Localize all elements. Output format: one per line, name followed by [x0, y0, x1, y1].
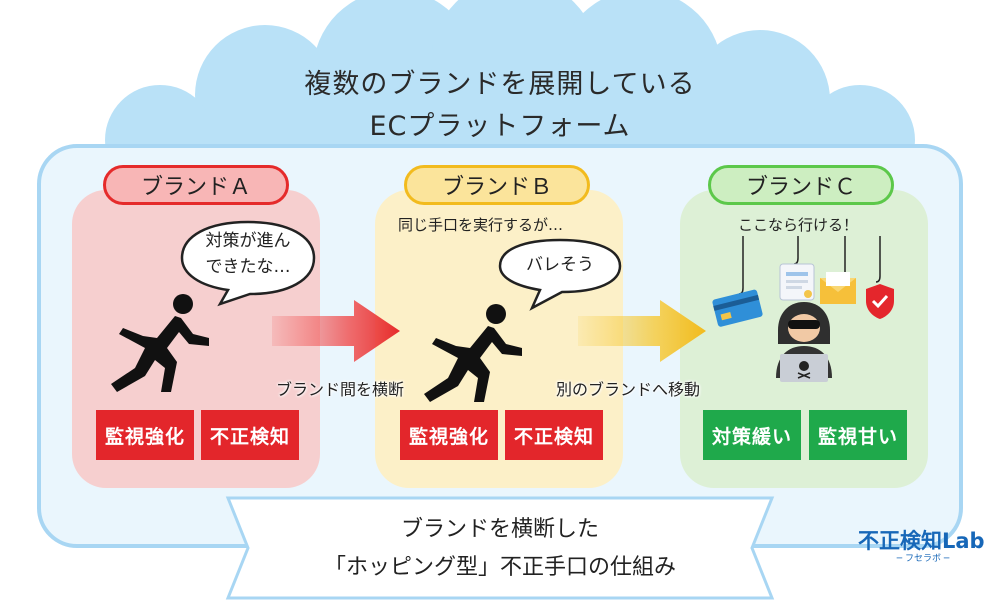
- hacker-icon: [776, 302, 832, 382]
- banner-line-2: 「ホッピング型」不正手口の仕組み: [323, 555, 676, 580]
- arrow-1-label: ブランド間を横断: [276, 380, 405, 399]
- logo-subtitle: ─ フセラボ ─: [896, 554, 950, 564]
- document-icon: [779, 263, 815, 301]
- envelope-icon: [820, 272, 856, 304]
- brand-b-caption: 同じ手口を実行するが…: [398, 216, 564, 234]
- brand-a-label: ブランドＡ: [103, 165, 289, 205]
- shield-check-icon: [866, 284, 894, 319]
- arrow-red: [272, 300, 400, 362]
- brand-c-tag-loose: 対策緩い: [703, 410, 801, 460]
- skull-icon: [797, 361, 811, 379]
- bubble-a-line-1: 対策が進ん: [205, 231, 291, 251]
- credit-card-icon: [712, 289, 763, 327]
- banner-line-1: ブランドを横断した: [400, 517, 599, 542]
- running-person-icon: [424, 304, 522, 402]
- title-line-1: 複数のブランドを展開している: [304, 69, 696, 100]
- title-line-2: ECプラットフォーム: [369, 111, 631, 142]
- arrow-yellow: [578, 300, 706, 362]
- brand-b-label: ブランドＢ: [404, 165, 590, 205]
- brand-b-tag-monitoring: 監視強化: [400, 410, 498, 460]
- bubble-a-line-2: できたな…: [205, 257, 291, 277]
- brand-b-tag-detection: 不正検知: [505, 410, 603, 460]
- speech-bubble-a: [180, 220, 316, 307]
- logo: 不正検知Lab: [858, 529, 985, 553]
- brand-c-tag-lax: 監視甘い: [809, 410, 907, 460]
- bubble-b-text: バレそう: [526, 255, 594, 275]
- banner-ribbon: [225, 496, 775, 600]
- arrow-2-label: 別のブランドへ移動: [556, 380, 701, 399]
- brand-a-tag-detection: 不正検知: [201, 410, 299, 460]
- phishing-lures: [712, 236, 894, 327]
- brand-c-caption: ここなら行ける！: [738, 216, 859, 234]
- brand-a-tag-monitoring: 監視強化: [96, 410, 194, 460]
- running-person-icon: [111, 294, 209, 392]
- brand-c-label: ブランドＣ: [708, 165, 894, 205]
- speech-bubble-b: [498, 238, 622, 311]
